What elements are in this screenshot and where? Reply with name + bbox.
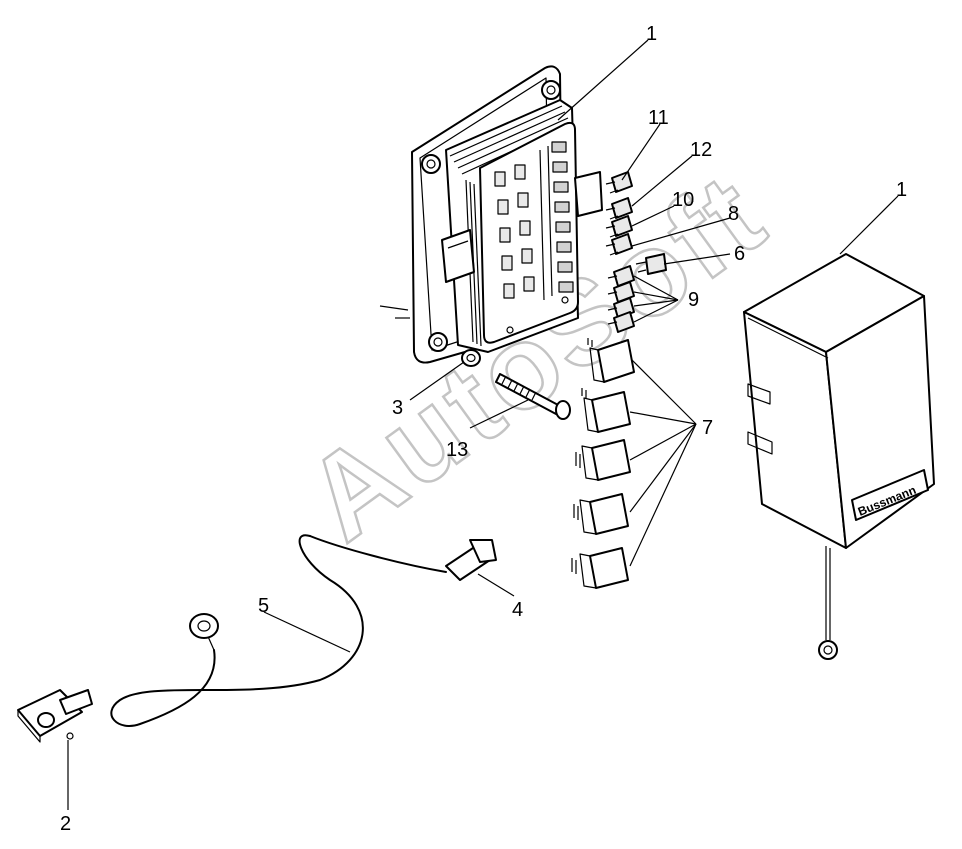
relay-1 xyxy=(587,338,635,383)
mini-fuse-12 xyxy=(605,197,633,220)
mini-fuse-8 xyxy=(605,233,633,256)
callout-3: 3 xyxy=(392,397,403,419)
ground-stud xyxy=(17,689,93,743)
callout-1-right: 1 xyxy=(896,179,907,201)
callout-13: 13 xyxy=(446,439,468,461)
mini-fuses-9 xyxy=(607,265,635,333)
callout-8: 8 xyxy=(728,203,739,225)
ring-terminal xyxy=(189,613,219,639)
connector xyxy=(445,539,497,581)
callout-12: 12 xyxy=(690,139,712,161)
washer xyxy=(461,349,481,367)
leader-lines xyxy=(67,39,899,810)
fuse-box-base xyxy=(379,65,603,364)
relay-3 xyxy=(575,439,631,481)
callout-5: 5 xyxy=(258,595,269,617)
relay-2 xyxy=(581,388,631,433)
bolt xyxy=(495,373,571,420)
callout-6: 6 xyxy=(734,243,745,265)
mini-fuse-10 xyxy=(605,215,633,238)
callout-10: 10 xyxy=(672,189,694,211)
relay-4 xyxy=(573,493,629,535)
fuse-box-cover: Bussmann xyxy=(743,253,935,660)
diode-6 xyxy=(635,253,667,275)
callout-4: 4 xyxy=(512,599,523,621)
callout-1-top: 1 xyxy=(646,23,657,45)
wire-harness xyxy=(110,534,447,727)
callouts: 1 1 2 3 4 5 6 7 8 9 10 11 12 13 xyxy=(60,23,907,835)
callout-7: 7 xyxy=(702,417,713,439)
callout-9: 9 xyxy=(688,289,699,311)
relay-5 xyxy=(571,547,629,589)
callout-2: 2 xyxy=(60,813,71,835)
mini-fuse-11 xyxy=(605,171,633,194)
callout-11: 11 xyxy=(648,107,669,129)
